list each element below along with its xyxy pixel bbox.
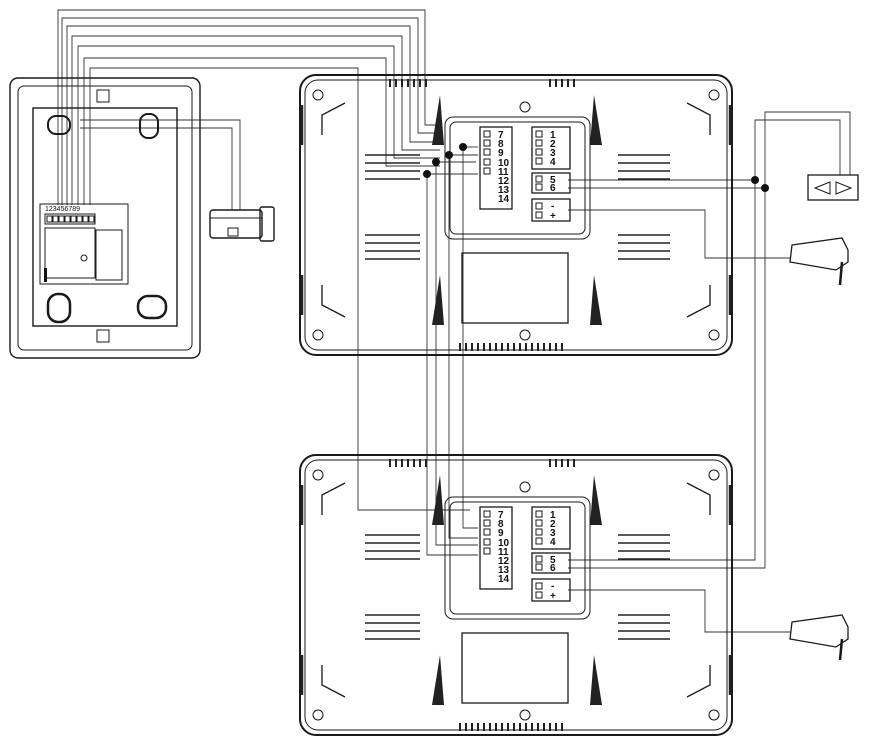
svg-text:12: 12 xyxy=(498,556,510,567)
power-adapter-bottom xyxy=(789,614,849,661)
svg-text:-: - xyxy=(551,581,554,592)
svg-text:13: 13 xyxy=(498,185,510,196)
outdoor-panel: 123456789 xyxy=(9,77,201,359)
power-adapter-top xyxy=(789,237,849,286)
monitor-top: 7 8 9 10 11 12 13 14 1 2 3 4 5 6 - + xyxy=(299,74,733,356)
svg-text:9: 9 xyxy=(498,528,504,539)
monitor-bottom: 7 8 9 10 11 12 13 14 1 2 3 4 5 6 - + xyxy=(299,454,733,736)
svg-text:13: 13 xyxy=(498,565,510,576)
outdoor-terminal-label: 123456789 xyxy=(45,206,80,213)
svg-text:7: 7 xyxy=(498,130,504,141)
svg-text:+: + xyxy=(550,591,556,602)
terminals-power-bottom: - + xyxy=(535,581,556,602)
outdoor-terminal-screws xyxy=(46,215,95,223)
svg-text:3: 3 xyxy=(550,528,556,539)
svg-text:12: 12 xyxy=(498,176,510,187)
svg-text:10: 10 xyxy=(498,538,510,549)
svg-text:7: 7 xyxy=(498,510,504,521)
terminals-left-bottom: 7 8 9 10 11 12 13 14 xyxy=(483,510,510,585)
terminals-right-a-bottom: 1 2 3 4 xyxy=(535,510,556,548)
terminals-right-b-top: 5 6 xyxy=(535,175,556,194)
door-bell xyxy=(807,174,859,201)
svg-text:3: 3 xyxy=(550,148,556,159)
svg-text:2: 2 xyxy=(550,139,556,150)
door-lock xyxy=(209,206,275,242)
svg-text:2: 2 xyxy=(550,519,556,530)
wiring-bundle xyxy=(57,9,851,633)
svg-text:6: 6 xyxy=(550,563,556,574)
terminals-right-a-top: 1 2 3 4 xyxy=(535,130,556,168)
svg-text:11: 11 xyxy=(498,547,509,558)
terminals-power-top: - + xyxy=(535,201,556,222)
svg-text:6: 6 xyxy=(550,183,556,194)
terminals-left-top: 7 8 9 10 11 12 13 14 xyxy=(483,130,510,205)
junction-dots xyxy=(423,143,769,192)
svg-text:-: - xyxy=(551,201,554,212)
svg-text:5: 5 xyxy=(550,555,556,566)
svg-text:8: 8 xyxy=(498,139,504,150)
svg-text:1: 1 xyxy=(550,130,556,141)
svg-text:4: 4 xyxy=(550,157,556,168)
svg-text:8: 8 xyxy=(498,519,504,530)
svg-text:9: 9 xyxy=(498,148,504,159)
svg-text:10: 10 xyxy=(498,158,510,169)
svg-text:1: 1 xyxy=(550,510,556,521)
svg-text:14: 14 xyxy=(498,574,510,585)
svg-text:14: 14 xyxy=(498,194,510,205)
svg-text:5: 5 xyxy=(550,175,556,186)
svg-text:11: 11 xyxy=(498,167,509,178)
terminals-right-b-bottom: 5 6 xyxy=(535,555,556,574)
svg-text:+: + xyxy=(550,211,556,222)
svg-text:4: 4 xyxy=(550,537,556,548)
